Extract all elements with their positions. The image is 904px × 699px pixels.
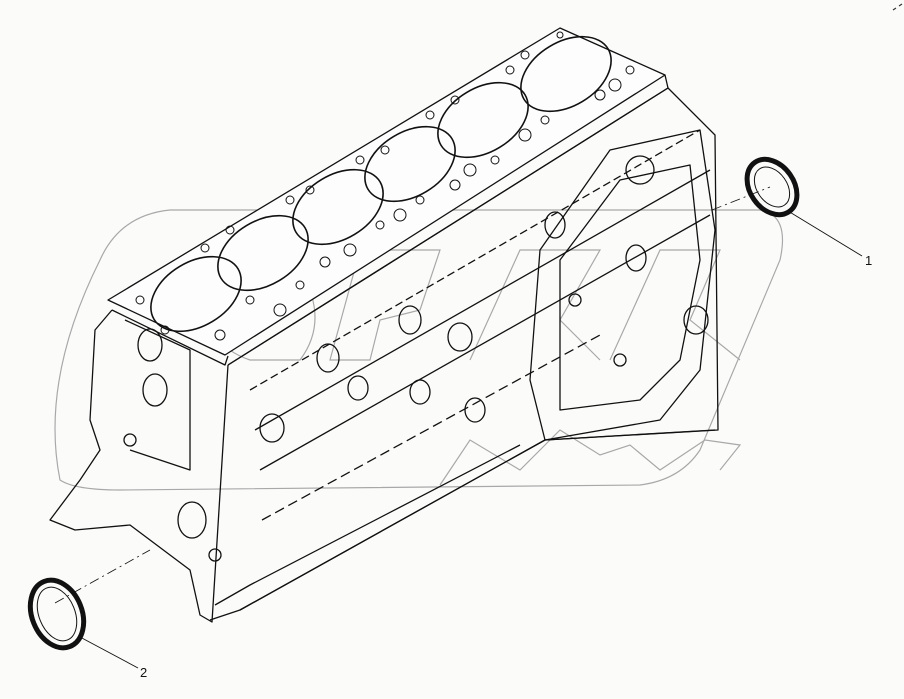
engine-block [49,27,719,623]
callout-1: 1 [865,253,873,268]
corner-mark-icon [892,3,903,11]
seal-2 [27,577,87,651]
gasket-holes [135,31,635,341]
leader-line-1 [787,210,863,257]
cylinder-bores [150,35,612,333]
leader-line-2 [79,636,139,669]
callout-2: 2 [140,665,148,680]
seal-1 [744,156,800,218]
seal-2-axis-line [54,549,151,604]
side-ports [123,155,709,562]
